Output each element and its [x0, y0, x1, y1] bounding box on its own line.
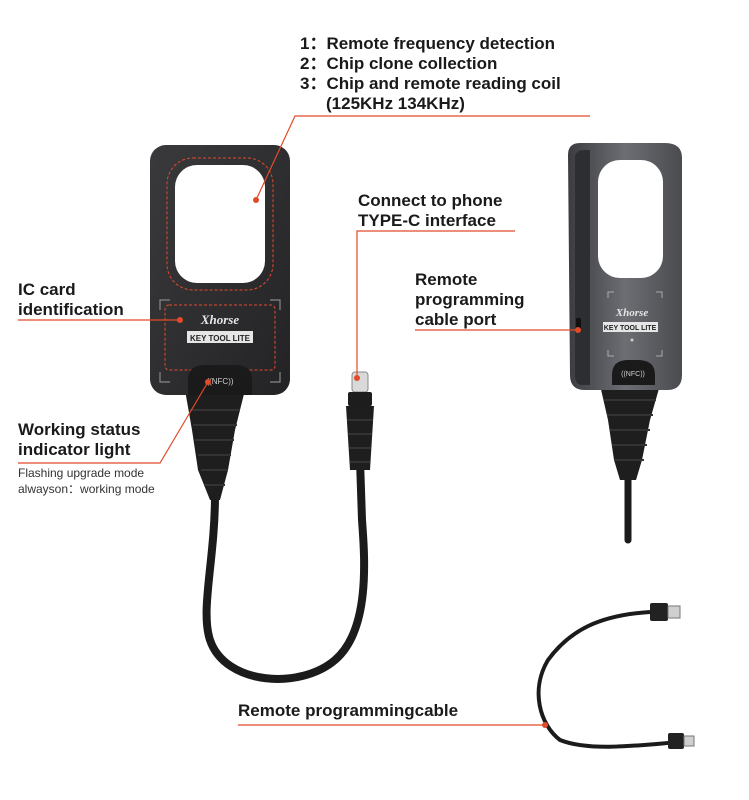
- reading-coil-window: [175, 165, 265, 283]
- label-connect-phone: Connect to phone TYPE-C interface: [358, 191, 503, 230]
- feature-item-2: 2：Chip clone collection: [300, 54, 498, 73]
- strain-relief-left: [185, 390, 245, 500]
- label-working-status: Working status indicator light: [18, 420, 141, 459]
- key-tool-lite-side: [568, 143, 682, 544]
- feature-item-3-frequencies: (125KHz 134KHz): [326, 94, 465, 113]
- indicator-modes-note: Flashing upgrade mode alwayson：working m…: [18, 466, 155, 496]
- brand-logo-front: Xhorse: [200, 312, 240, 327]
- usb-cable: [202, 456, 369, 683]
- nfc-icon-front: ((NFC)): [206, 377, 233, 386]
- type-c-plug: [346, 371, 374, 470]
- feature-item-1: 1：Remote frequency detection: [300, 34, 556, 53]
- remote-programming-cable: [536, 603, 695, 749]
- label-ic-card: IC card identification: [18, 280, 124, 319]
- model-badge-side: KEY TOOL LITE: [604, 325, 657, 332]
- feature-list: 1：Remote frequency detection 2：Chip clon…: [300, 34, 561, 114]
- model-badge-front: KEY TOOL LITE: [190, 334, 251, 343]
- callout-lines: [18, 115, 590, 728]
- key-tool-lite-front: [150, 145, 369, 683]
- label-remote-cable-port: Remote programming cable port: [415, 270, 525, 329]
- feature-item-3: 3：Chip and remote reading coil: [300, 74, 561, 93]
- label-remote-programming-cable: Remote programmingcable: [238, 701, 459, 720]
- reading-coil-window-side: [598, 160, 663, 278]
- nfc-icon-side: ((NFC)): [621, 371, 645, 378]
- brand-logo-side: Xhorse: [615, 307, 649, 319]
